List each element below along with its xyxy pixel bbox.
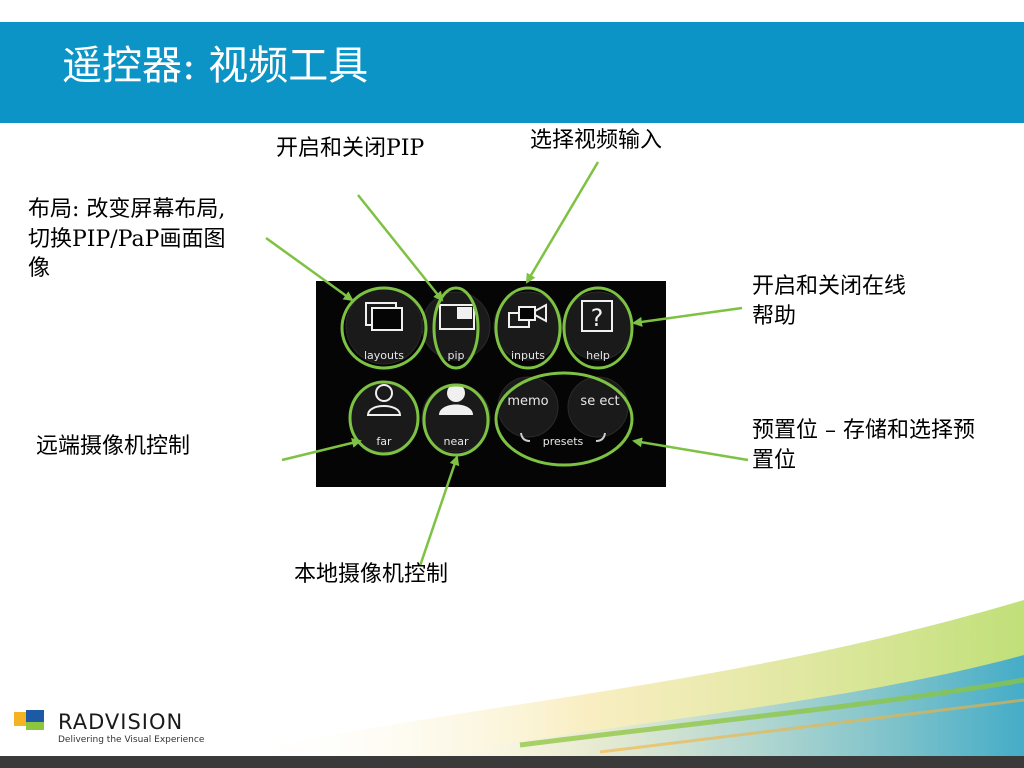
select-button-label[interactable]: se ect <box>580 394 620 409</box>
near-arrow <box>418 455 460 567</box>
pip-button-label[interactable]: pip <box>447 349 465 362</box>
presets-description: 预置位 – 存储和选择预 置位 <box>752 416 975 475</box>
help-icon: ? <box>581 300 613 332</box>
title-bar <box>0 22 1024 123</box>
help-arrow <box>632 306 743 327</box>
brand-tagline: Delivering the Visual Experience <box>58 735 205 745</box>
footer-bar <box>0 756 1024 768</box>
near-camera-label: 本地摄像机控制 <box>294 562 449 587</box>
help-highlight <box>562 286 634 370</box>
radvision-logo-icon <box>14 710 44 730</box>
inputs-highlight <box>494 286 562 370</box>
layout-line-2: 切换PIP/PaP画面图 <box>28 226 226 252</box>
layout-line-1: 布局: 改变屏幕布局, <box>28 197 226 222</box>
far-camera-label: 远端摄像机控制 <box>36 434 191 459</box>
layout-description: 布局: 改变屏幕布局, 切换PIP/PaP画面图 像 <box>28 195 225 284</box>
pip-toggle-label: 开启和关闭PIP <box>276 136 425 161</box>
presets-highlight <box>494 371 634 467</box>
help-description: 开启和关闭在线 帮助 <box>752 272 906 331</box>
layouts-button-label[interactable]: layouts <box>363 349 405 362</box>
svg-text:?: ? <box>591 304 604 332</box>
camera-input-icon <box>508 303 547 328</box>
pip-icon <box>439 304 475 330</box>
far-person-icon <box>366 384 402 416</box>
help-line-2: 帮助 <box>752 303 797 329</box>
presets-label[interactable]: presets <box>542 435 584 448</box>
presets-line-2: 置位 <box>752 447 797 473</box>
presets-line-1: 预置位 – 存储和选择预 <box>752 418 975 443</box>
brand-name: RADVISION <box>58 710 184 734</box>
memo-button-label[interactable]: memo <box>507 394 549 409</box>
select-button-bg <box>567 376 629 438</box>
help-line-1: 开启和关闭在线 <box>752 274 907 299</box>
near-button-label[interactable]: near <box>443 435 469 448</box>
layouts-highlight <box>340 286 428 370</box>
inputs-button-label[interactable]: inputs <box>510 349 546 362</box>
pip-highlight <box>432 286 480 370</box>
layout-line-3: 像 <box>28 256 51 282</box>
remote-control-image: ? layouts pip inputs help far near memo <box>316 281 666 487</box>
select-input-label: 选择视频输入 <box>530 128 663 153</box>
layouts-icon <box>365 302 403 331</box>
presets-bracket-left <box>520 432 531 442</box>
presets-bracket-right <box>595 432 606 442</box>
near-highlight <box>422 383 490 457</box>
far-arrow <box>281 438 362 462</box>
near-person-icon <box>439 384 473 415</box>
pip-arrow <box>357 194 444 302</box>
presets-arrow <box>632 437 749 462</box>
inputs-arrow <box>525 161 600 284</box>
slide-title: 遥控器: 视频工具 <box>62 43 369 89</box>
far-button-label[interactable]: far <box>376 435 392 448</box>
help-button-label[interactable]: help <box>586 349 610 362</box>
far-highlight <box>348 380 420 456</box>
layout-arrow <box>265 236 354 302</box>
